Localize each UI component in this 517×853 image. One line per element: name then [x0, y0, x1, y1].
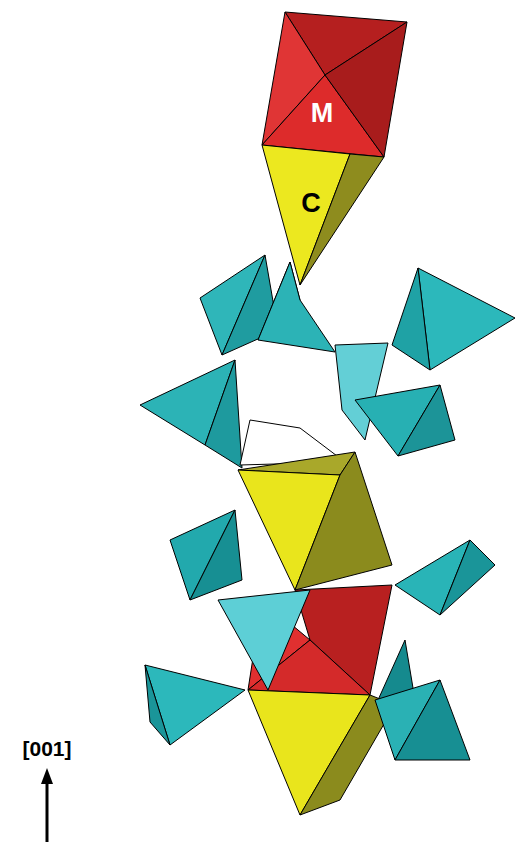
prism-site: C — [255, 145, 390, 290]
tetrahedra-bottom — [145, 665, 470, 760]
direction-arrow — [41, 768, 53, 842]
polyhedron-face — [325, 22, 407, 157]
axis-label: [001] — [22, 738, 71, 759]
site-label: M — [311, 100, 334, 127]
polyhedron-face — [300, 154, 384, 285]
polyhedron-outline — [255, 8, 415, 163]
tetrahedra-upper — [140, 255, 515, 468]
polyhedron-outline — [255, 145, 390, 290]
prism-bottom — [248, 690, 395, 815]
site-label: C — [301, 190, 321, 217]
prism-middle — [238, 452, 392, 590]
octahedron-middle — [218, 585, 415, 700]
octahedron-site: M — [255, 8, 415, 163]
